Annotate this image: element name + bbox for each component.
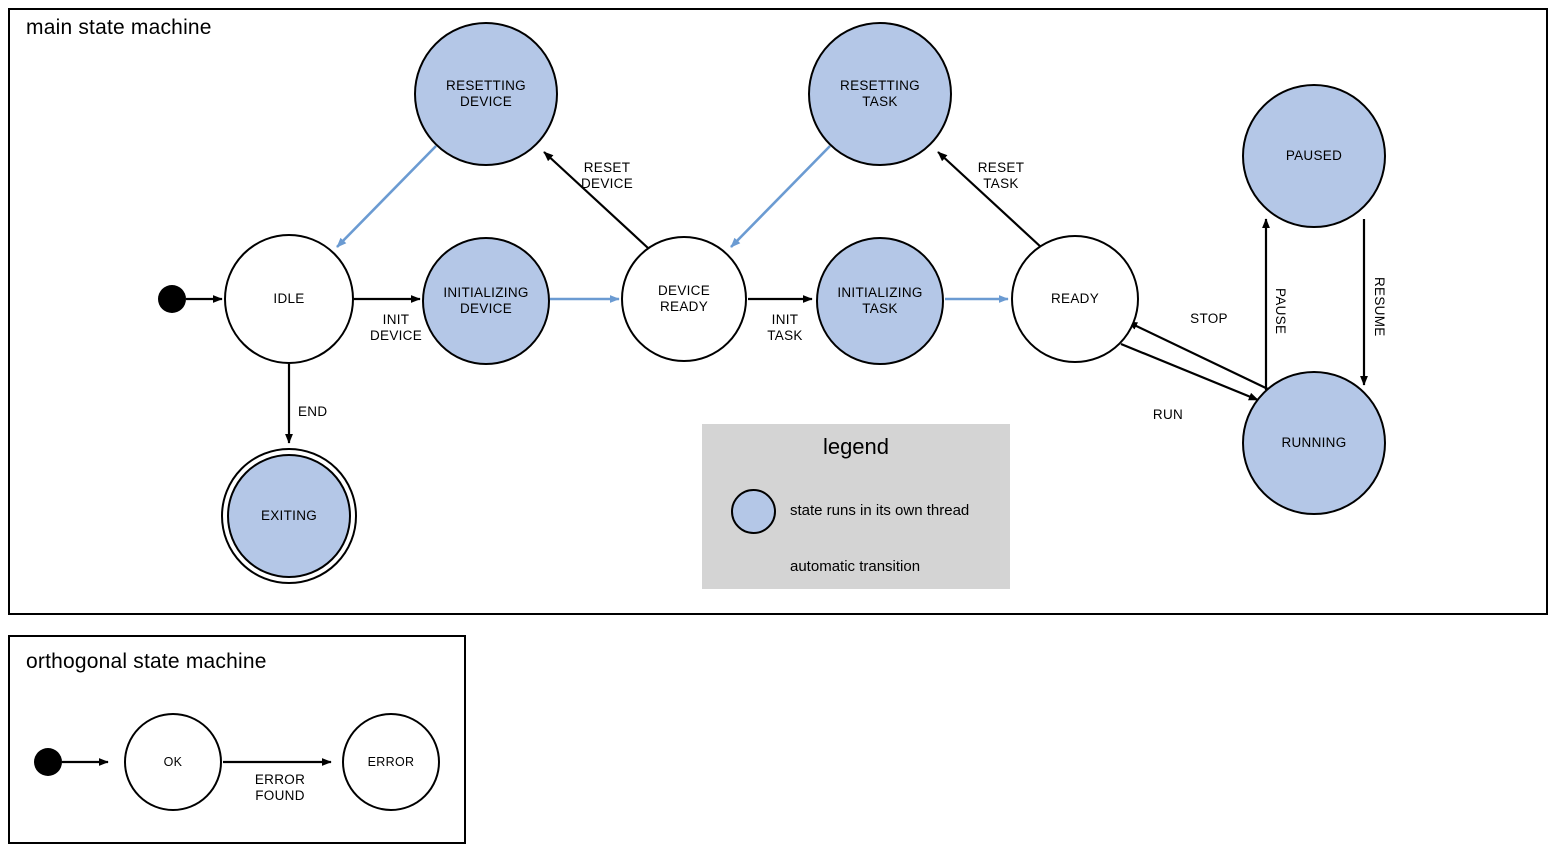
- edge-ready-to-resetting-task: [937, 151, 1043, 249]
- state-label-idle: IDLE: [273, 291, 305, 306]
- state-label-running: RUNNING: [1281, 435, 1347, 450]
- state-node-error[interactable]: ERROR: [342, 713, 440, 811]
- initial-state-dot-orthogonal: [34, 748, 62, 776]
- edge-label-init-device: INIT DEVICE: [369, 312, 423, 343]
- state-node-initializing-device[interactable]: INITIALIZING DEVICE: [422, 237, 550, 365]
- state-label-paused: PAUSED: [1285, 148, 1343, 163]
- edge-label-pause: PAUSE: [1273, 288, 1288, 335]
- state-label-resetting-task: RESETTING TASK: [840, 78, 920, 109]
- state-node-running[interactable]: RUNNING: [1242, 371, 1386, 515]
- state-node-ready[interactable]: READY: [1011, 235, 1139, 363]
- initial-state-dot-main: [158, 285, 186, 313]
- state-node-idle[interactable]: IDLE: [224, 234, 354, 364]
- edge-device-ready-to-resetting-device: [543, 151, 649, 249]
- state-node-device-ready[interactable]: DEVICE READY: [621, 236, 747, 362]
- state-node-exiting[interactable]: EXITING: [227, 454, 351, 578]
- edge-label-end: END: [298, 404, 328, 419]
- legend-title: legend: [822, 434, 890, 459]
- edge-label-init-task: INIT TASK: [767, 312, 803, 343]
- state-label-exiting: EXITING: [260, 508, 318, 523]
- edge-label-error-found: ERROR FOUND: [254, 772, 306, 803]
- state-label-initializing-device: INITIALIZING DEVICE: [443, 285, 529, 316]
- state-label-device-ready: DEVICE READY: [657, 283, 711, 314]
- orthogonal-state-machine-title: orthogonal state machine: [26, 650, 267, 673]
- state-label-ok: OK: [163, 755, 183, 769]
- edge-label-resume: RESUME: [1372, 277, 1387, 337]
- state-node-paused[interactable]: PAUSED: [1242, 84, 1386, 228]
- edge-resetting-device-to-idle: [336, 145, 437, 248]
- edge-ready-to-running: [1120, 342, 1259, 402]
- edge-label-reset-task: RESET TASK: [977, 160, 1025, 191]
- state-node-ok[interactable]: OK: [124, 713, 222, 811]
- main-state-machine-title: main state machine: [26, 16, 212, 39]
- state-label-ready: READY: [1050, 291, 1099, 306]
- edge-resetting-task-to-device-ready: [730, 145, 831, 248]
- legend-thread-text: state runs in its own thread: [790, 502, 970, 519]
- legend-thread-swatch-icon: [731, 489, 776, 534]
- state-label-resetting-device: RESETTING DEVICE: [446, 78, 526, 109]
- state-label-error: ERROR: [367, 755, 415, 769]
- state-label-initializing-task: INITIALIZING TASK: [837, 285, 923, 316]
- state-node-resetting-task[interactable]: RESETTING TASK: [808, 22, 952, 166]
- edge-label-stop: STOP: [1190, 311, 1228, 326]
- state-node-resetting-device[interactable]: RESETTING DEVICE: [414, 22, 558, 166]
- state-node-initializing-task[interactable]: INITIALIZING TASK: [816, 237, 944, 365]
- edge-label-run: RUN: [1152, 407, 1184, 422]
- legend-auto-transition-text: automatic transition: [790, 558, 921, 575]
- edge-label-reset-device: RESET DEVICE: [580, 160, 634, 191]
- edge-running-to-ready: [1127, 321, 1271, 391]
